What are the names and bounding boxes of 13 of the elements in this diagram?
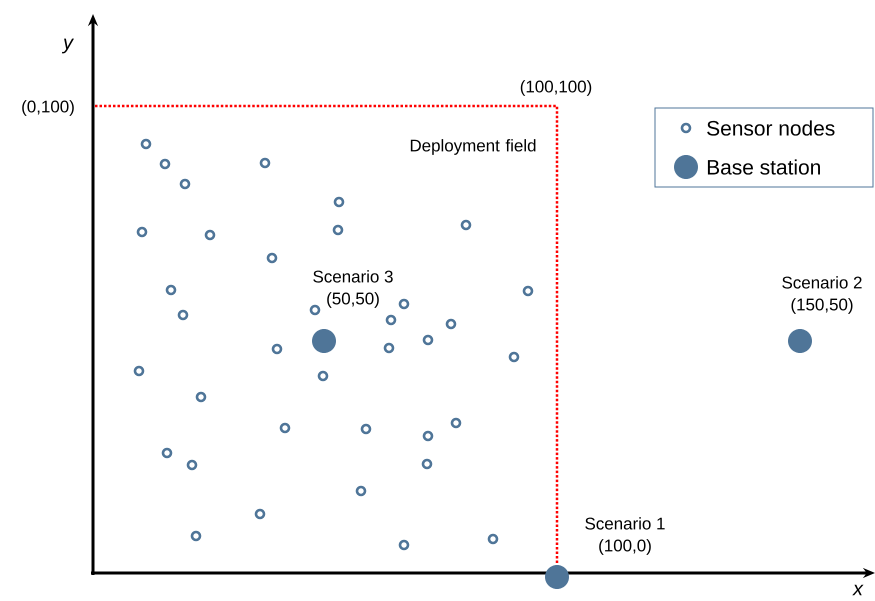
- legend-text: Base station: [708, 159, 820, 175]
- legend-text: Sensor nodes: [707, 120, 834, 136]
- base-station-dot: [312, 329, 336, 353]
- axis-label: x: [852, 584, 864, 596]
- field-label: Deployment field: [410, 139, 536, 155]
- coordinate-label: (0,100): [22, 100, 74, 116]
- base-station-dot: [788, 329, 812, 353]
- coordinate-label: (100,100): [520, 80, 592, 96]
- axis-label: y: [62, 38, 74, 54]
- scenario-label: Scenario 3 (50,50): [313, 270, 393, 308]
- scenario-label: Scenario 1 (100,0): [585, 517, 665, 555]
- base-station-dot: [545, 565, 569, 589]
- scenario-label: Scenario 2 (150,50): [782, 276, 862, 314]
